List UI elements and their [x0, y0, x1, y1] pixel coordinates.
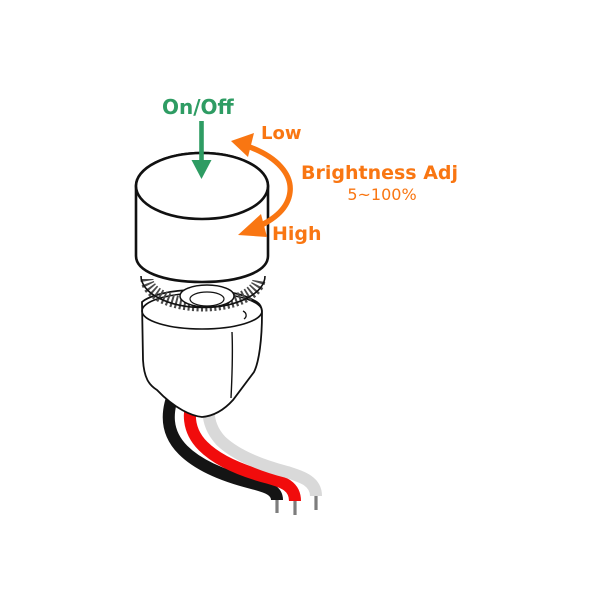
high-label: High [272, 223, 322, 245]
rotate-arrow-head-high-icon [238, 214, 267, 237]
white-wire [202, 387, 322, 497]
body-notch [242, 310, 247, 320]
wires [162, 385, 322, 515]
red-wire [183, 387, 301, 502]
brightness-adj-label: Brightness Adj [301, 162, 459, 184]
brightness-range-label: 5~100% [347, 185, 417, 204]
rotate-arc [246, 143, 293, 233]
collar-nut [179, 284, 235, 308]
body-facet-line [230, 331, 234, 399]
collar-inner [189, 291, 225, 307]
annotation-arrows [191, 121, 293, 237]
black-wire [162, 385, 283, 501]
low-label: Low [261, 123, 302, 144]
rotate-arrow-head-low-icon [231, 133, 254, 157]
on-off-label: On/Off [162, 95, 234, 119]
press-arrow-head-icon [191, 160, 212, 179]
